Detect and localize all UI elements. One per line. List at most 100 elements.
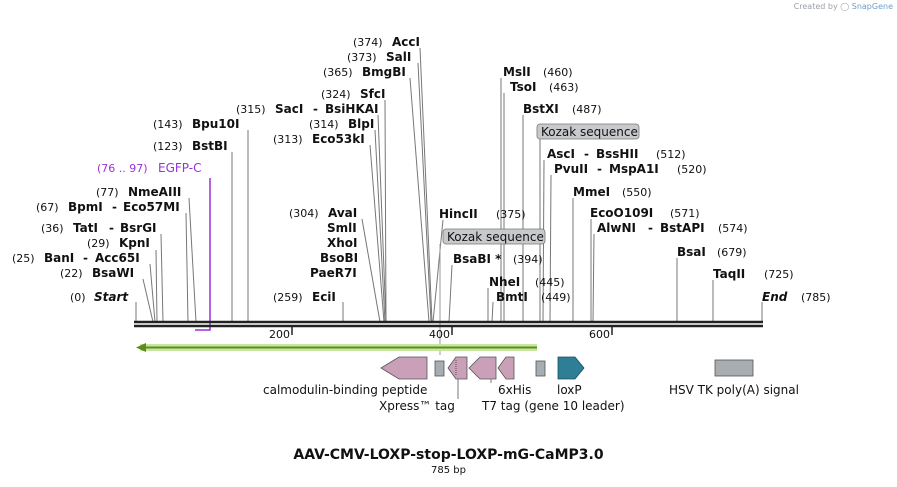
- site-name-bsaI: BsaI: [677, 245, 706, 259]
- site-name-salI: SalI: [386, 50, 411, 64]
- site-name-mslI: MslI: [503, 65, 531, 79]
- leader-nmeAIII: [188, 197, 197, 323]
- site-name2-tatI: BsrGI: [120, 221, 157, 235]
- site-pos-eciI: (259): [273, 291, 303, 304]
- svg-text:-: -: [597, 162, 602, 176]
- site-pos-bsaWI: (22): [60, 267, 83, 280]
- calmodulin-binding-peptide-arrow: [380, 356, 428, 380]
- site-name-nheI: NheI: [489, 275, 520, 289]
- leader-hincII: [432, 219, 444, 323]
- site-pos-taqII: (725): [764, 268, 794, 281]
- feature-labels: calmodulin-binding peptide Xpress™ tag T…: [263, 383, 799, 413]
- site-name-blpI: BlpI: [348, 117, 374, 131]
- feature-shapes: [380, 356, 754, 399]
- leader-sacI: [377, 114, 387, 323]
- site-labels: (374) AccI (373) SalI (365) BmgBI (324) …: [12, 35, 831, 304]
- feature-label-hsv: HSV TK poly(A) signal: [669, 383, 799, 397]
- leader-bsaBI: [448, 264, 453, 323]
- site-pos-sacI: (315): [236, 103, 266, 116]
- hsv-polya-box: [714, 359, 754, 377]
- site-name2-banI: Acc65I: [95, 251, 140, 265]
- site-pos-start: (0): [70, 291, 86, 304]
- egfp-name: EGFP-C: [158, 161, 201, 175]
- orf-arrow: [136, 343, 537, 352]
- leader-tatI: [160, 233, 164, 323]
- sequence-backbone: [134, 320, 763, 328]
- site-pos-bpmI: (67): [36, 201, 59, 214]
- site-pos-bsaI: (679): [717, 246, 747, 259]
- site-name-smlI: SmlI: [327, 221, 357, 235]
- egfp-range: (76 .. 97): [97, 162, 148, 175]
- leader-blpI: [374, 129, 386, 323]
- site-name-kpnI: KpnI: [119, 236, 150, 250]
- feature-label-loxp: loxP: [557, 383, 582, 397]
- site-name2-alwNI: BstAPI: [660, 221, 705, 235]
- site-name-sacI: SacI: [275, 102, 303, 116]
- svg-text:-: -: [648, 221, 653, 235]
- credit-brand: SnapGene: [851, 2, 893, 11]
- credit-prefix: Created by: [793, 2, 838, 11]
- site-name-bpmI: BpmI: [68, 200, 103, 214]
- site-pos-mslI: (460): [543, 66, 573, 79]
- leader-sfcI: [384, 99, 387, 323]
- site-name-bsoBI: BsoBI: [320, 251, 358, 265]
- site-pos-nheI: (445): [535, 276, 565, 289]
- site-name-bmgBI: BmgBI: [362, 65, 406, 79]
- site-pos-hincII: (375): [496, 208, 526, 221]
- egfp-c-feature: (76 .. 97) EGFP-C: [97, 161, 211, 331]
- site-pos-bpu10I: (143): [153, 118, 183, 131]
- leader-bmtI: [491, 301, 494, 323]
- site-name2-pvuII: MspA1I: [609, 162, 659, 176]
- site-name-pvuII: PvuII: [554, 162, 588, 176]
- kozak-label-2: Kozak sequence: [447, 230, 544, 244]
- site-name-paeR7I: PaeR7I: [310, 266, 357, 280]
- svg-text:-: -: [112, 200, 117, 214]
- site-name-eciI: EciI: [312, 290, 336, 304]
- site-pos-ascI: (512): [656, 148, 686, 161]
- site-name-eco53kI: Eco53kI: [312, 132, 365, 146]
- xpress-tag-box: [434, 360, 445, 377]
- site-pos-blpI: (314): [309, 118, 339, 131]
- site-name-xhoI: XhoI: [327, 236, 358, 250]
- site-pos-bmtI: (449): [541, 291, 571, 304]
- site-name-start: Start: [94, 290, 129, 304]
- leader-eco53kI: [369, 144, 385, 323]
- site-name-accI: AccI: [392, 35, 420, 49]
- leader-pvuII: [549, 174, 552, 323]
- snapgene-credit: Created by ◯ SnapGene: [794, 2, 893, 11]
- site-pos-nmeAIII: (77): [96, 186, 119, 199]
- site-pos-tsoI: (463): [549, 81, 579, 94]
- leader-kpnI: [155, 249, 158, 323]
- t7-tag-arrow: [447, 356, 468, 380]
- site-name-taqII: TaqII: [713, 267, 745, 281]
- site-name-mmeI: MmeI: [573, 185, 610, 199]
- site-name-bstBI: BstBI: [192, 139, 228, 153]
- site-name-avaI: AvaI: [328, 206, 357, 220]
- site-name-sfcI: SfcI: [360, 87, 385, 101]
- leader-bmgBI: [409, 77, 430, 323]
- leader-accI: [419, 47, 433, 323]
- scale-label-600: 600: [589, 328, 610, 341]
- plasmid-title: AAV-CMV-LOXP-stop-LOXP-mG-CaMP3.0: [293, 447, 604, 463]
- site-name-bpu10I: Bpu10I: [192, 117, 239, 131]
- leader-alwNI: [592, 233, 595, 323]
- svg-text:-: -: [109, 221, 114, 235]
- site-pos-salI: (373): [347, 51, 377, 64]
- site-pos-kpnI: (29): [87, 237, 110, 250]
- site-pos-alwNI: (574): [718, 222, 748, 235]
- leader-salI: [417, 62, 432, 323]
- feature-label-calmodulin: calmodulin-binding peptide: [263, 383, 427, 397]
- leader-banI: [149, 263, 156, 323]
- site-name-tatI: TatI: [73, 221, 98, 235]
- site-pos-banI: (25): [12, 252, 35, 265]
- leader-bsaWI: [142, 278, 154, 323]
- leader-avaI: [361, 218, 381, 323]
- feature-label-xpress: Xpress™ tag: [379, 399, 455, 413]
- scale-label-400: 400: [429, 328, 450, 341]
- site-name-tsoI: TsoI: [510, 80, 536, 94]
- site-name-nmeAIII: NmeAIII: [128, 185, 181, 199]
- site-pos-accI: (374): [353, 36, 383, 49]
- site-pos-avaI: (304): [289, 207, 319, 220]
- site-pos-tatI: (36): [41, 222, 64, 235]
